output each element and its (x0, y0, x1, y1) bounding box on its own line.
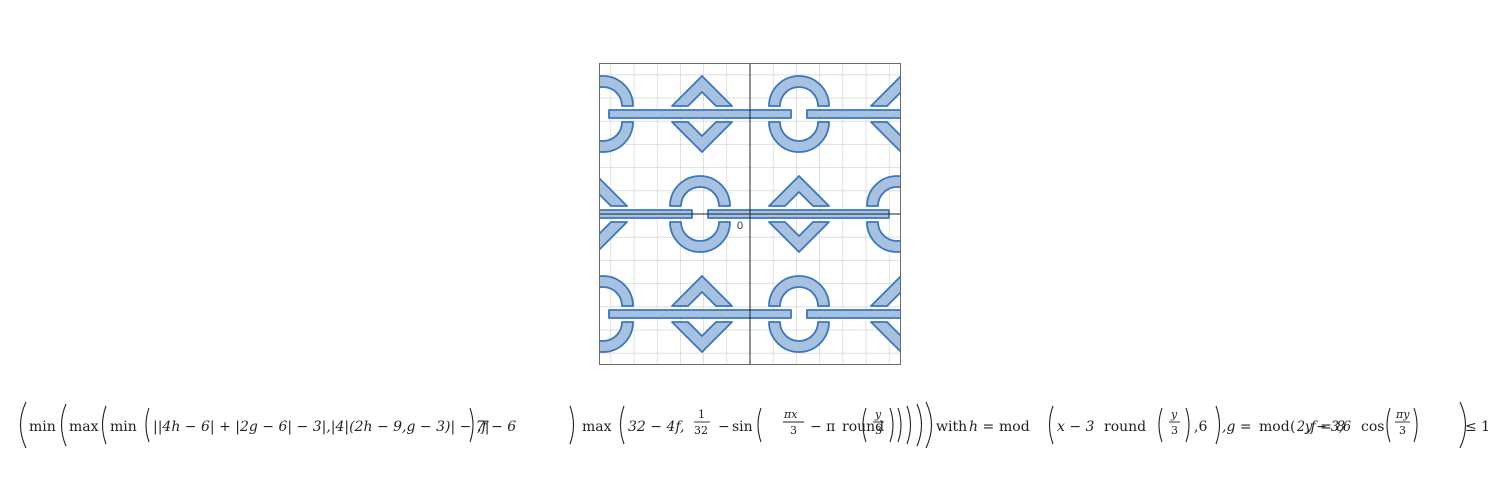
diamond-edge-r0-top-chevron (870, 75, 900, 107)
cos-right-paren (1413, 407, 1418, 443)
sin-right-paren (897, 407, 902, 443)
comma-six: ,6 (1194, 419, 1207, 435)
frac-y-den: 3 (875, 424, 882, 437)
max2-left-paren (619, 405, 625, 445)
round2-left-paren (1158, 407, 1163, 443)
inequality-formula: min max min ||4h − 6| + |2g − 6| − 3|,|4… (14, 396, 1490, 454)
sin-fn: sin (732, 419, 753, 435)
ring-left-r2-top-arc (600, 275, 634, 307)
max-fn-1: max (69, 419, 99, 435)
max-right-paren (916, 403, 923, 447)
frac-pix-den: 3 (790, 424, 797, 437)
max2-right-paren (906, 405, 912, 445)
frac-y-den-2: 3 (1171, 424, 1178, 437)
ring-right-r2-top-arc (768, 275, 830, 307)
distance-expression: ||4h − 6| + |2g − 6| − 3|,|4|(2h − 9,g −… (153, 419, 489, 435)
cos-left-paren (1386, 407, 1391, 443)
max-fn-2: max (582, 419, 612, 435)
g-definition: ,g = (1222, 419, 1252, 435)
first-right-paren (925, 401, 933, 449)
origin-label: 0 (737, 220, 743, 232)
x-minus-3: x − 3 (1057, 419, 1095, 435)
ring-left-r0-bottom-arc (600, 121, 634, 153)
mod-fn-1: mod (999, 419, 1030, 435)
ring-edge-r1-bottom-arc (866, 221, 900, 253)
diamond-edge-r2-bottom-chevron (870, 321, 900, 353)
graph-border (599, 63, 901, 365)
graph-panel: 0 (599, 63, 901, 365)
minus-sign: − (718, 419, 730, 435)
round-right-paren (889, 407, 894, 443)
inner-left-paren (145, 407, 150, 443)
round-left-paren (862, 407, 867, 443)
ring-edge-r1-top-arc (866, 175, 900, 207)
frac-pix-num: πx (783, 408, 798, 421)
diamond-right-r1-top-chevron (768, 175, 830, 207)
with-keyword: with (936, 419, 967, 435)
frac-piy-den: 3 (1399, 424, 1406, 437)
frac-32-den: 32 (694, 424, 708, 437)
diamond-mid-r0-top-chevron (671, 75, 733, 107)
mod1-left-paren (1048, 405, 1054, 445)
mod1-right-paren (1215, 405, 1221, 445)
minus-pi: − π (810, 419, 835, 435)
bar-right-r0 (806, 109, 900, 119)
diamond-mid-r0-bottom-chevron (671, 121, 733, 153)
frac-piy-num: πy (1395, 408, 1410, 421)
ring-mid-r1-top-arc (669, 175, 731, 207)
formula-canvas: min max min ||4h − 6| + |2g − 6| − 3|,|4… (19, 401, 1490, 449)
ring-right-r2-bottom-arc (768, 321, 830, 353)
thirty-two-minus-4f: 32 − 4f, (628, 419, 685, 435)
round2-right-paren (1185, 407, 1190, 443)
mod-argument: 2y − 3,6 (1296, 419, 1351, 435)
graph-canvas: 0 (599, 63, 901, 365)
f-definition: ,f = 8 (1306, 419, 1345, 435)
ring-mid-r1-bottom-arc (669, 221, 731, 253)
f-minus-six: ,f − 6 (477, 419, 516, 435)
ring-left-r2-bottom-arc (600, 321, 634, 353)
leq-one: ≤ 1 (1465, 419, 1490, 435)
min-right-paren (569, 405, 575, 445)
diamond-right-r1-bottom-chevron (768, 221, 830, 253)
ring-left-r0-top-arc (600, 75, 634, 107)
inner-right-paren (469, 407, 474, 443)
diamond-mid-r2-bottom-chevron (671, 321, 733, 353)
diamond-left-r1-bottom-chevron (600, 221, 628, 251)
round-fn-1: round (842, 419, 884, 435)
diamond-left-r1-top-chevron (600, 177, 628, 207)
ring-right-r0-bottom-arc (768, 121, 830, 153)
diamond-edge-r2-top-chevron (870, 275, 900, 307)
diamond-mid-r2-top-chevron (671, 275, 733, 307)
bar-left-r2 (608, 309, 792, 319)
outer-left-paren (19, 401, 27, 449)
bar-right-r2 (806, 309, 900, 319)
mod-fn-2: mod (1259, 419, 1290, 435)
ring-right-r0-top-arc (768, 75, 830, 107)
cos-fn: cos (1361, 419, 1384, 435)
mod-left-paren-2: ( (1290, 419, 1295, 435)
diamond-edge-r0-bottom-chevron (870, 121, 900, 153)
bar-left-r0 (608, 109, 792, 119)
min-left-paren (101, 405, 107, 445)
min-fn-2: min (110, 419, 137, 435)
round-fn-2: round (1104, 419, 1146, 435)
sin-left-paren (757, 407, 762, 443)
region-shapes (600, 75, 900, 353)
frac-1-num: 1 (698, 408, 705, 421)
frac-y-num: y (874, 408, 882, 421)
max-left-paren (60, 403, 67, 447)
h-definition: h = (969, 419, 994, 435)
outer-right-paren (1459, 401, 1467, 449)
frac-y-num-2: y (1170, 408, 1178, 421)
min-fn-1: min (29, 419, 56, 435)
